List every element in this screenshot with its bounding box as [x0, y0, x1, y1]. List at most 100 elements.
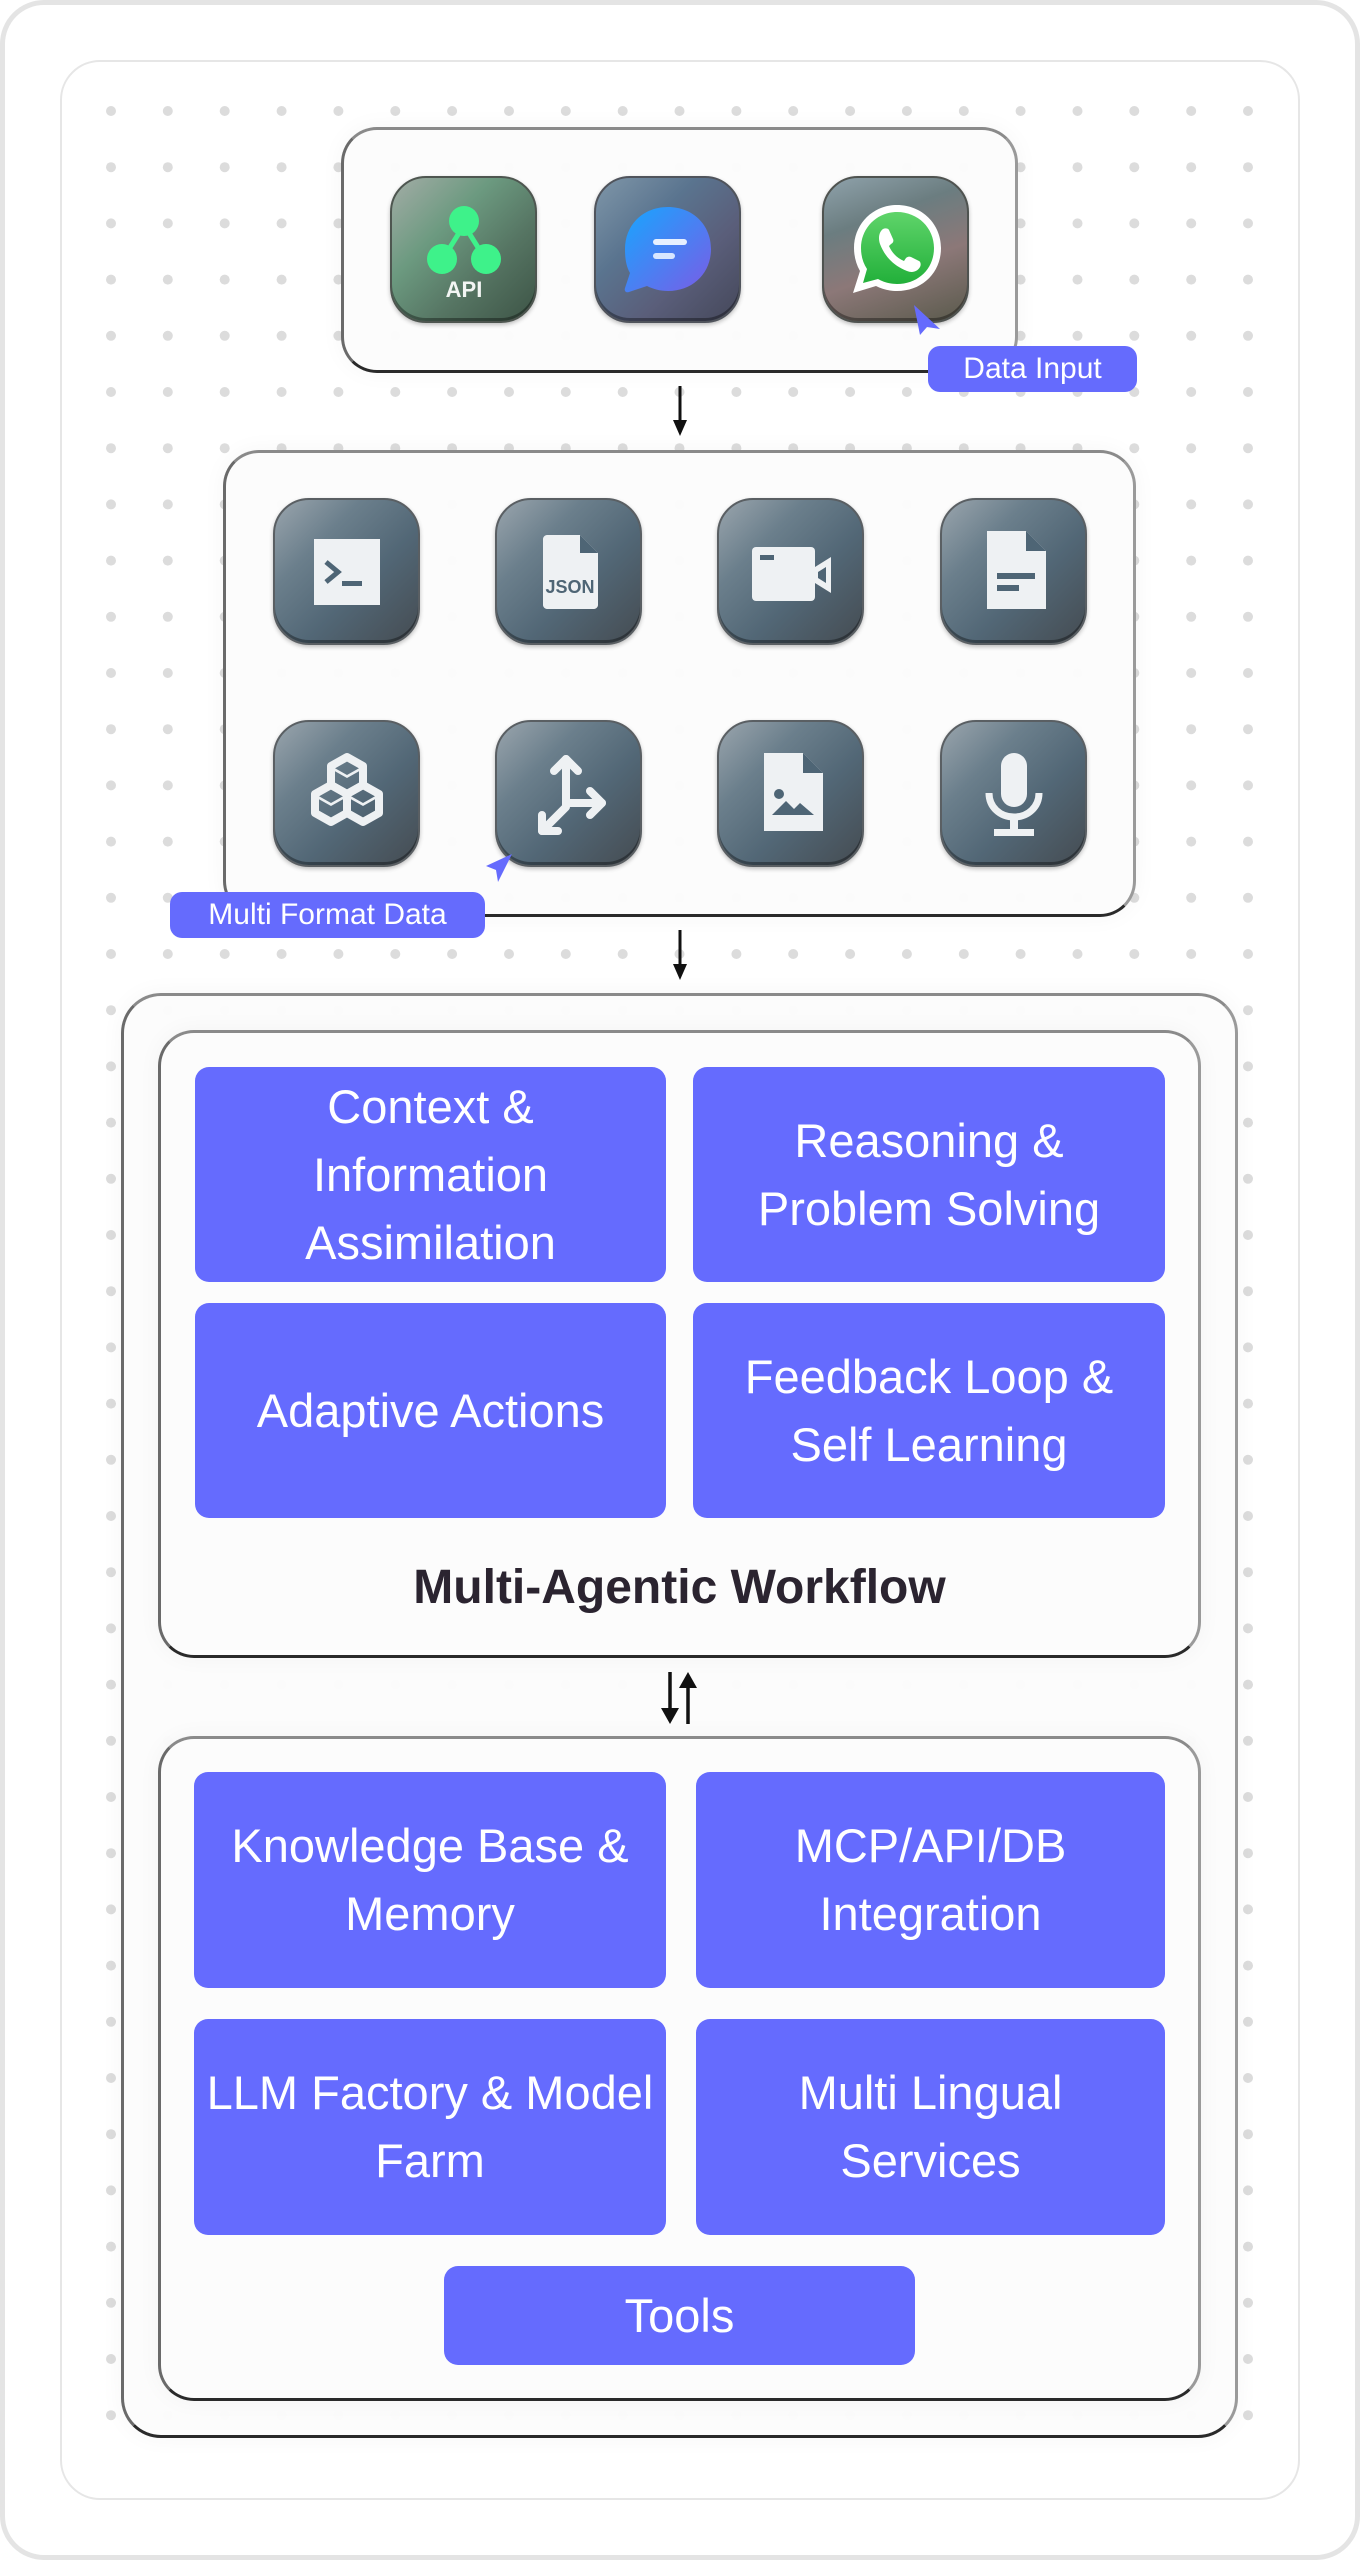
- grid-dot: [1243, 2073, 1253, 2083]
- grid-dot: [1243, 2016, 1253, 2027]
- grid-dot: [106, 1005, 116, 1016]
- workflow-card[interactable]: Context & Information Assimilation: [195, 1067, 666, 1282]
- grid-dot: [106, 724, 116, 735]
- terminal-icon: [313, 538, 380, 605]
- whatsapp-icon: [852, 204, 941, 293]
- grid-dot: [1243, 274, 1253, 285]
- api-icon-text: API: [445, 277, 482, 302]
- grid-dot: [560, 949, 571, 959]
- grid-dot: [1072, 162, 1083, 173]
- grid-dot: [617, 387, 628, 397]
- grid-dot: [845, 949, 856, 959]
- json-file-icon: JSON: [542, 534, 598, 609]
- cursor-icon: [486, 854, 512, 882]
- grid-dot: [106, 330, 116, 341]
- source-chat[interactable]: [594, 176, 741, 323]
- format-terminal[interactable]: [273, 498, 420, 645]
- grid-dot: [1186, 162, 1197, 173]
- grid-dot: [162, 724, 173, 735]
- grid-dot: [845, 106, 856, 116]
- workflow-card[interactable]: Feedback Loop & Self Learning: [693, 1303, 1165, 1518]
- grid-dot: [333, 330, 344, 341]
- grid-dot: [1243, 724, 1253, 735]
- grid-dot: [1072, 274, 1083, 285]
- tools-card[interactable]: Multi Lingual Services: [696, 2019, 1165, 2235]
- source-whatsapp[interactable]: [822, 176, 969, 323]
- grid-dot: [1129, 274, 1140, 285]
- grid-dot: [1243, 218, 1253, 229]
- grid-dot: [1243, 1960, 1253, 1971]
- grid-dot: [106, 949, 116, 959]
- grid-dot: [1243, 1511, 1253, 1521]
- format-cubes[interactable]: [273, 720, 420, 867]
- grid-dot: [390, 387, 401, 397]
- grid-dot: [1129, 162, 1140, 173]
- grid-dot: [1015, 106, 1026, 116]
- grid-dot: [106, 2354, 116, 2364]
- grid-dot: [1243, 836, 1253, 847]
- grid-dot: [219, 162, 230, 173]
- grid-dot: [1243, 443, 1253, 454]
- format-3d-axes[interactable]: [495, 720, 642, 867]
- grid-dot: [106, 387, 116, 397]
- grid-dot: [276, 387, 287, 397]
- grid-dot: [731, 949, 742, 959]
- workflow-card[interactable]: Reasoning & Problem Solving: [693, 1067, 1165, 1282]
- grid-dot: [106, 443, 116, 454]
- source-api[interactable]: API: [390, 176, 537, 323]
- grid-dot: [276, 218, 287, 229]
- format-image[interactable]: [717, 720, 864, 867]
- grid-dot: [219, 443, 230, 454]
- grid-dot: [1243, 949, 1253, 959]
- grid-dot: [1243, 780, 1253, 791]
- grid-dot: [1243, 2129, 1253, 2140]
- grid-dot: [504, 949, 514, 959]
- grid-dot: [106, 2297, 116, 2308]
- tools-card[interactable]: Knowledge Base & Memory: [194, 1772, 666, 1988]
- grid-dot: [1186, 836, 1197, 847]
- grid-dot: [1243, 611, 1253, 622]
- grid-dot: [1015, 218, 1026, 229]
- grid-dot: [106, 1061, 116, 1072]
- grid-dot: [1186, 106, 1197, 116]
- tools-card[interactable]: LLM Factory & Model Farm: [194, 2019, 666, 2235]
- grid-dot: [106, 611, 116, 622]
- grid-dot: [162, 162, 173, 173]
- format-json[interactable]: JSON: [495, 498, 642, 645]
- format-document[interactable]: [940, 498, 1087, 645]
- grid-dot: [1243, 1173, 1253, 1184]
- grid-dot: [106, 2073, 116, 2083]
- grid-dot: [1243, 2297, 1253, 2308]
- workflow-card[interactable]: Adaptive Actions: [195, 1303, 666, 1518]
- grid-dot: [1243, 1735, 1253, 1746]
- grid-dot: [162, 218, 173, 229]
- tools-button[interactable]: Tools: [444, 2266, 915, 2365]
- grid-dot: [1015, 330, 1026, 341]
- grid-dot: [1186, 555, 1197, 566]
- bidirectional-arrow-icon: [661, 1672, 697, 1724]
- grid-dot: [901, 106, 912, 116]
- grid-dot: [162, 949, 173, 959]
- grid-dot: [958, 106, 969, 116]
- grid-dot: [1015, 274, 1026, 285]
- grid-dot: [333, 387, 344, 397]
- grid-dot: [1243, 162, 1253, 173]
- format-video[interactable]: [717, 498, 864, 645]
- grid-dot: [1186, 611, 1197, 622]
- format-audio[interactable]: [940, 720, 1087, 867]
- grid-dot: [276, 330, 287, 341]
- grid-dot: [1129, 218, 1140, 229]
- grid-dot: [390, 949, 401, 959]
- grid-dot: [788, 949, 799, 959]
- grid-dot: [1243, 2354, 1253, 2364]
- tools-card[interactable]: MCP/API/DB Integration: [696, 1772, 1165, 1988]
- grid-dot: [1243, 1792, 1253, 1802]
- grid-dot: [1243, 499, 1253, 510]
- grid-dot: [106, 2016, 116, 2027]
- grid-dot: [106, 274, 116, 285]
- workflow-title: Multi-Agentic Workflow: [413, 1561, 946, 1614]
- grid-dot: [447, 106, 458, 116]
- grid-dot: [162, 668, 173, 678]
- grid-dot: [1243, 2410, 1253, 2421]
- grid-dot: [788, 387, 799, 397]
